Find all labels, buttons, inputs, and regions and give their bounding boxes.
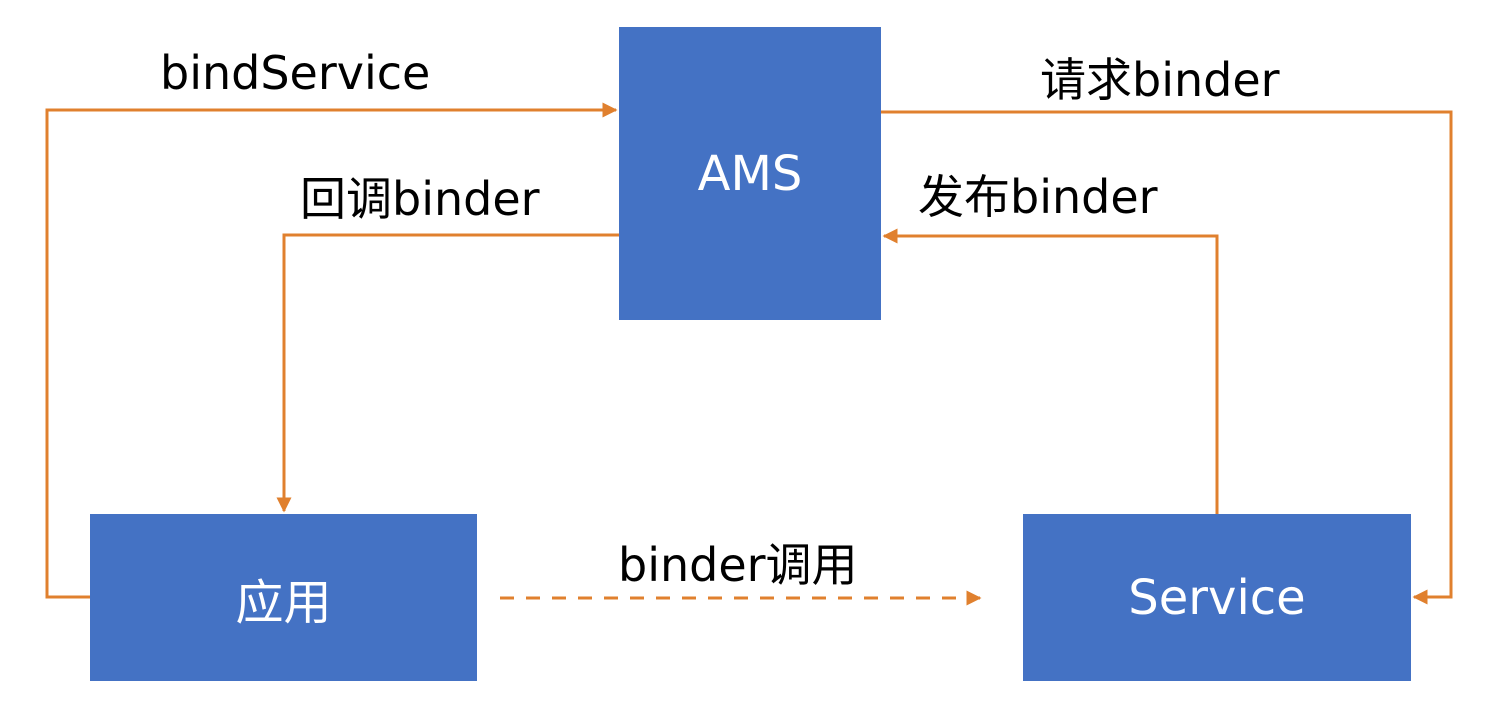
edge-label-publish-binder: 发布binder xyxy=(918,170,1158,224)
arrow-bind-service xyxy=(45,102,618,599)
node-service: Service xyxy=(1023,514,1411,681)
edge-label-binder-call: binder调用 xyxy=(618,538,858,592)
edge-label-bind-service: bindService xyxy=(160,46,431,100)
arrow-request-binder xyxy=(881,110,1453,605)
arrow-callback-binder xyxy=(276,233,619,513)
edge-label-request-binder: 请求binder xyxy=(1040,53,1280,107)
node-service-label: Service xyxy=(1128,569,1306,626)
node-ams: AMS xyxy=(619,27,881,320)
edge-label-callback-binder: 回调binder xyxy=(300,172,540,226)
node-app: 应用 xyxy=(90,514,477,681)
arrow-publish-binder xyxy=(882,228,1219,514)
node-app-label: 应用 xyxy=(235,574,332,631)
node-ams-label: AMS xyxy=(697,145,803,202)
